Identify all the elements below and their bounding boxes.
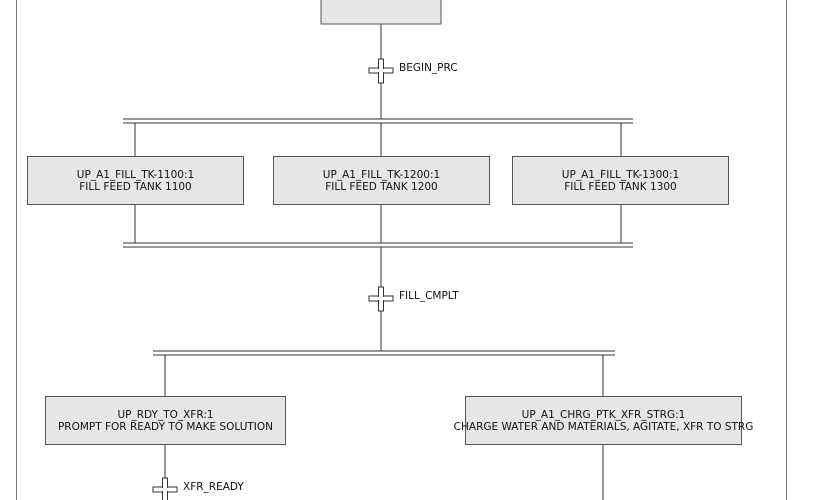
step-chrg-ptk-xfr-strg[interactable]: UP_A1_CHRG_PTK_XFR_STRG:1 CHARGE WATER A… [454, 396, 753, 445]
step-fill-tk-1200[interactable]: UP_A1_FILL_TK-1200:1 FILL FEED TANK 1200 [273, 156, 490, 205]
step-name: UP_RDY_TO_XFR:1 [117, 408, 214, 421]
transition-fill-cmplt[interactable] [368, 286, 394, 312]
transition-label-xfr-ready: XFR_READY [183, 481, 244, 493]
top-step-box[interactable] [320, 0, 442, 25]
step-description: PROMPT FOR READY TO MAKE SOLUTION [57, 420, 274, 433]
step-rdy-to-xfr[interactable]: UP_RDY_TO_XFR:1 PROMPT FOR READY TO MAKE… [45, 396, 286, 445]
parallel-divergence-bar-2 [153, 350, 615, 356]
step-name: UP_A1_CHRG_PTK_XFR_STRG:1 [521, 408, 686, 421]
step-name: UP_A1_FILL_TK-1100:1 [76, 168, 195, 181]
step-description: CHARGE WATER AND MATERIALS, AGITATE, XFR… [453, 420, 754, 433]
transition-begin-prc[interactable] [368, 58, 394, 84]
step-description: FILL FEED TANK 1300 [564, 180, 677, 193]
parallel-convergence-bar [123, 242, 633, 248]
left-frame-border [16, 0, 17, 500]
right-frame-border [786, 0, 787, 500]
step-fill-tk-1100[interactable]: UP_A1_FILL_TK-1100:1 FILL FEED TANK 1100 [27, 156, 244, 205]
step-fill-tk-1300[interactable]: UP_A1_FILL_TK-1300:1 FILL FEED TANK 1300 [512, 156, 729, 205]
step-description: FILL FEED TANK 1100 [79, 180, 192, 193]
parallel-divergence-bar [123, 118, 633, 124]
transition-xfr-ready[interactable] [152, 477, 178, 500]
transition-label-begin-prc: BEGIN_PRC [399, 62, 458, 74]
transition-label-fill-cmplt: FILL_CMPLT [399, 290, 459, 302]
step-description: FILL FEED TANK 1200 [325, 180, 438, 193]
step-name: UP_A1_FILL_TK-1200:1 [322, 168, 441, 181]
step-name: UP_A1_FILL_TK-1300:1 [561, 168, 680, 181]
